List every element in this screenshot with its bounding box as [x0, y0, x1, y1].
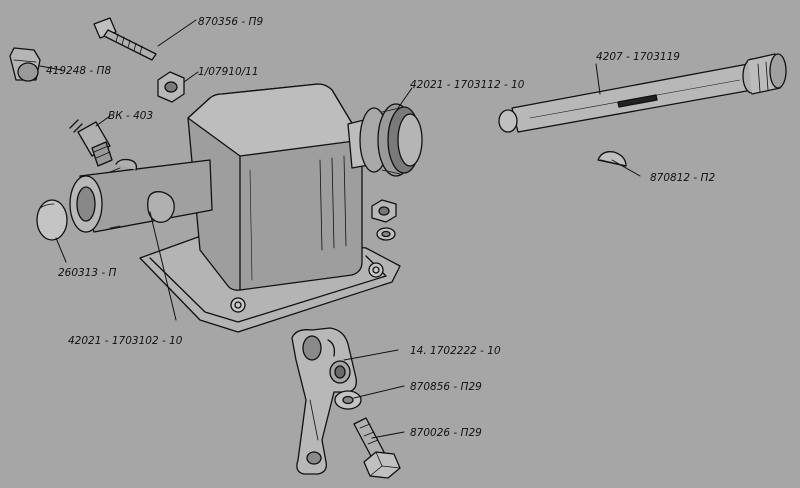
lock-washer-part — [334, 390, 362, 410]
label-key: 870812 - П2 — [650, 172, 715, 184]
label-lever: 14. 1702222 - 10 — [410, 345, 501, 357]
lever-part — [291, 327, 357, 475]
label-bolt-bottom: 870026 - П29 — [410, 427, 482, 439]
label-washer: 870856 - П29 — [410, 381, 482, 393]
label-seal: 42021 - 1703112 - 10 — [410, 79, 525, 91]
cap-part — [36, 199, 68, 241]
label-cap: 260313 - П — [58, 267, 117, 279]
plug-part — [9, 47, 41, 82]
nut-small-part — [157, 71, 185, 103]
seal-part — [359, 103, 423, 177]
label-plug: 419248 - П8 — [46, 65, 111, 77]
label-switch: ВК - 403 — [108, 110, 153, 122]
switch-part — [69, 119, 113, 167]
housing-part — [69, 83, 401, 333]
bolt-bottom-part — [353, 417, 401, 479]
bolt-top-part — [93, 17, 157, 61]
rod-part — [498, 53, 787, 133]
key-part — [597, 151, 627, 167]
label-nut-small: 1/07910/11 — [198, 66, 259, 78]
nut-washer-part — [371, 199, 397, 241]
leader-lines — [39, 19, 641, 439]
label-bolt-top: 870356 - П9 — [198, 16, 263, 28]
label-housing: 42021 - 1703102 - 10 — [68, 335, 183, 347]
label-rod: 4207 - 1703119 — [596, 51, 680, 63]
